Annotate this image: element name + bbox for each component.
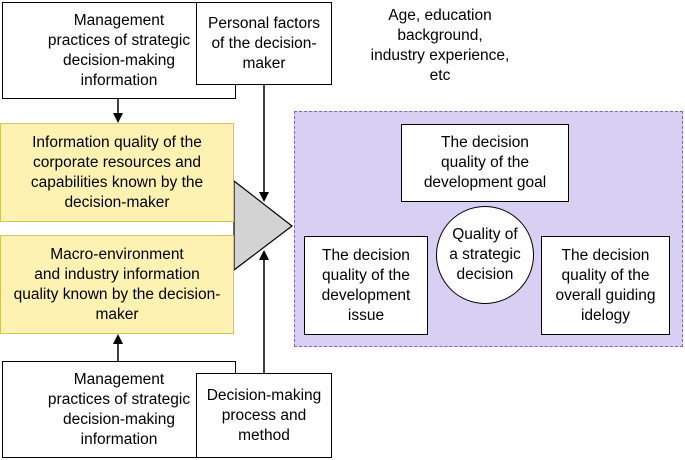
development-issue-box: The decision quality of the development … — [304, 236, 428, 335]
info-quality-box: Information quality of the corporate res… — [0, 123, 234, 222]
personal-factors-label: Personal factors of the decision- maker — [208, 14, 320, 72]
macro-environment-box: Macro-environment and industry informati… — [0, 235, 234, 334]
macro-environment-label: Macro-environment and industry informati… — [13, 245, 221, 323]
development-issue-label: The decision quality of the development … — [321, 246, 411, 324]
guiding-ideology-label: The decision quality of the overall guid… — [555, 246, 656, 324]
mgmt-practices-bottom-label: Management practices of strategic decisi… — [47, 370, 191, 448]
strategic-decision-quality-circle: Quality of a strategic decision — [436, 206, 534, 304]
development-goal-label: The decision quality of the development … — [423, 134, 547, 191]
convergence-triangle — [233, 179, 293, 272]
info-quality-label: Information quality of the corporate res… — [30, 133, 204, 211]
age-education-note: Age, education background, industry expe… — [370, 7, 510, 84]
decision-process-box: Decision-making process and method — [196, 373, 332, 458]
decision-process-label: Decision-making process and method — [206, 386, 322, 444]
guiding-ideology-box: The decision quality of the overall guid… — [541, 236, 670, 335]
strategic-decision-quality-label: Quality of a strategic decision — [449, 226, 521, 283]
development-goal-box: The decision quality of the development … — [401, 124, 569, 202]
personal-factors-box: Personal factors of the decision- maker — [196, 2, 332, 85]
mgmt-practices-top-label: Management practices of strategic decisi… — [47, 11, 191, 89]
